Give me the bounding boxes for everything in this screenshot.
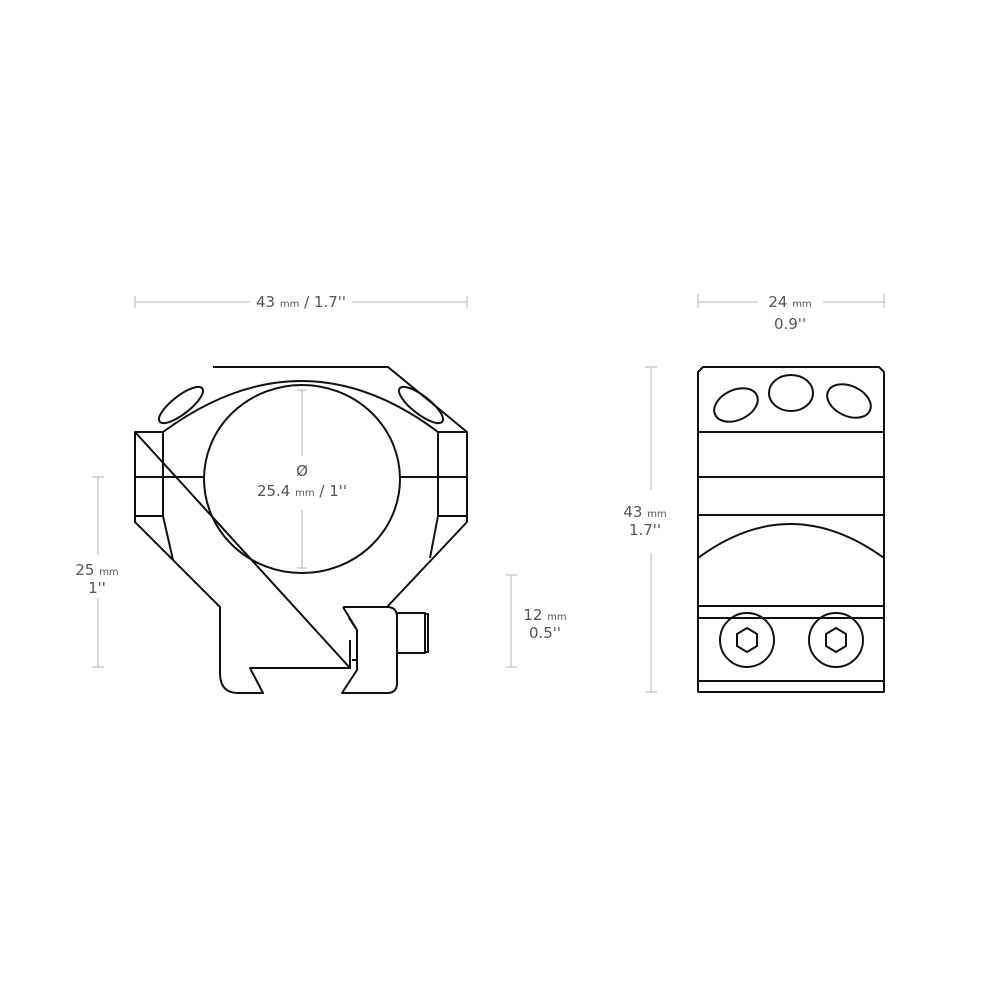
clamp-knob-cap [424, 613, 429, 653]
side-height-dimension-line [645, 366, 657, 693]
side-outline [697, 366, 885, 693]
right-bolt [808, 612, 864, 668]
ring-top-arc [162, 380, 439, 433]
base-height-label: 12 mm [523, 606, 566, 624]
front-height-imperial: 1'' [88, 579, 106, 597]
side-width-imperial: 0.9'' [774, 315, 806, 333]
bore-label: 25.4 mm / 1'' [257, 482, 347, 500]
base-height-imperial: 0.5'' [529, 624, 561, 642]
side-width-dimension-line [697, 294, 885, 308]
left-vent-hole [158, 385, 204, 425]
hex-socket-icon [825, 627, 847, 653]
side-vent-hole-center [768, 374, 814, 412]
side-vent-hole-left [713, 387, 759, 423]
side-lines [698, 431, 884, 682]
side-height-label: 43 mm [623, 503, 666, 521]
bore-circle [203, 384, 401, 574]
bore-symbol: Ø [296, 462, 308, 480]
left-bolt [719, 612, 775, 668]
side-vent-hole-right [826, 383, 872, 419]
hex-socket-icon [736, 627, 758, 653]
clamp-inner [348, 617, 358, 668]
bore-dimension-line [297, 389, 307, 569]
side-width-label: 24 mm [768, 293, 811, 311]
front-height-label: 25 mm [75, 561, 118, 579]
right-vent-hole [398, 385, 444, 425]
ring-left-block [135, 431, 205, 561]
ring-right-block [400, 431, 467, 559]
front-view: 43 mm / 1.7'' Ø 25.4 mm / 1'' 25 mm 1'' … [75, 293, 567, 694]
ring-outline [134, 366, 468, 694]
front-width-label: 43 mm / 1.7'' [256, 293, 346, 311]
height-dimension-line [92, 476, 104, 668]
side-view: 24 mm 0.9'' 43 mm 1.7'' [623, 293, 885, 693]
side-bore-arc [697, 523, 885, 559]
side-height-imperial: 1.7'' [629, 521, 661, 539]
width-dimension-line [134, 296, 468, 308]
base-dimension-line [505, 574, 517, 668]
clamp-knob [396, 612, 426, 654]
